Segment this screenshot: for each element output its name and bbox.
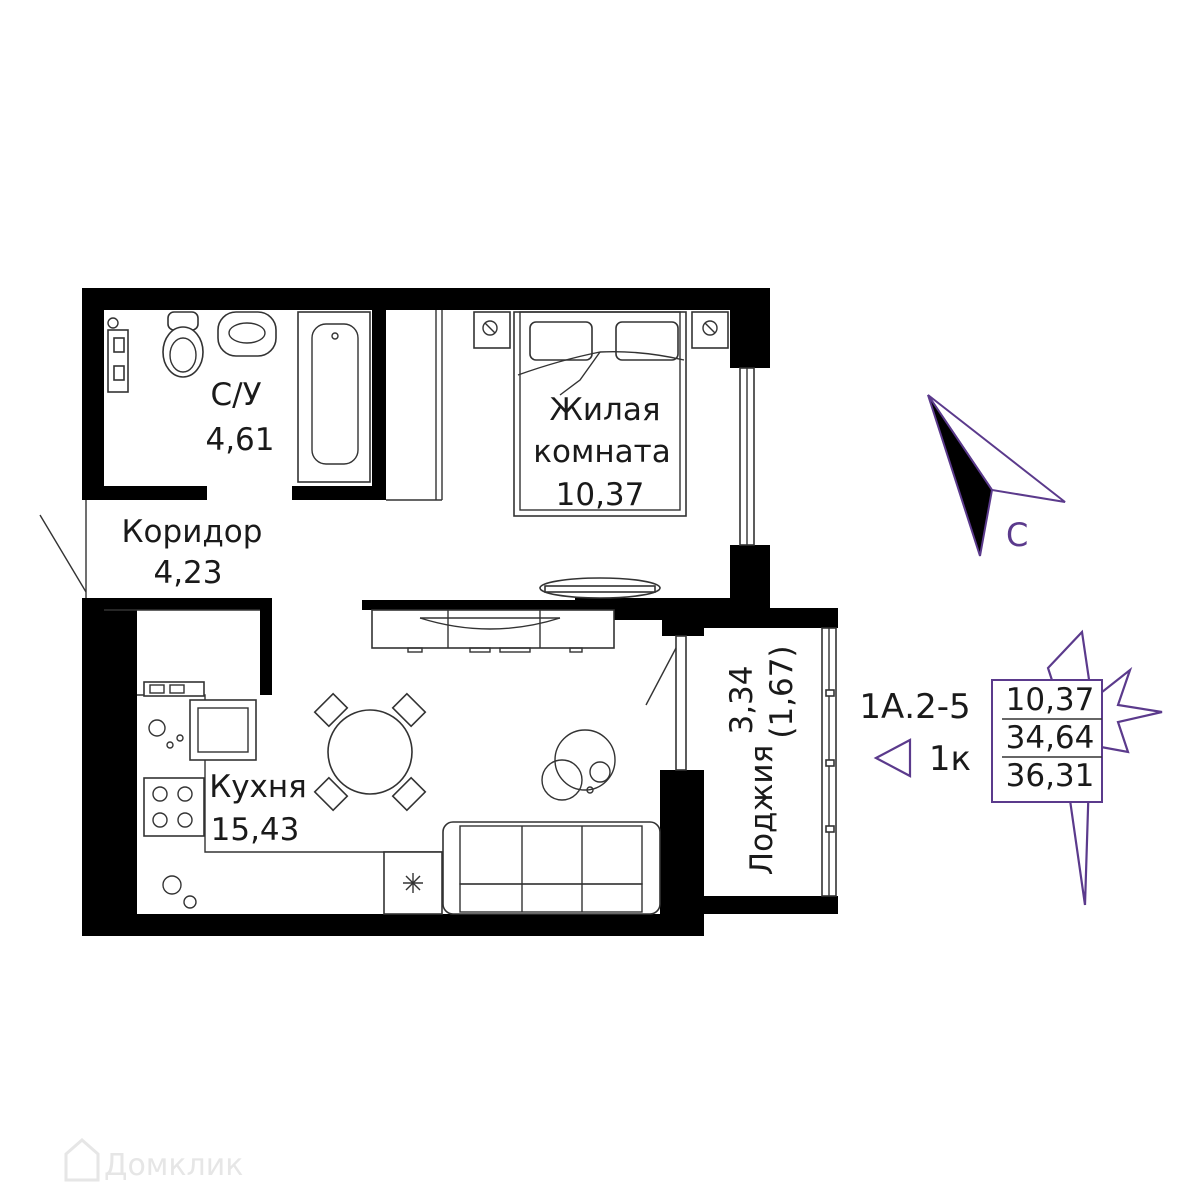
living-room-area: 10,37	[556, 477, 645, 513]
doors	[39, 310, 677, 706]
kitchen-area: 15,43	[211, 812, 300, 848]
unit-total-with-loggia: 36,31	[1006, 758, 1095, 794]
watermark: Домклик	[64, 1138, 243, 1183]
room-labels: С/У 4,61 Жилая комната 10,37 Коридор 4,2…	[122, 377, 800, 875]
bathroom-fixtures	[107, 311, 371, 483]
kitchen-furniture	[137, 681, 661, 915]
bedroom-furniture	[473, 311, 729, 599]
compass: С	[927, 394, 1066, 557]
unit-code: 1А.2-5	[859, 687, 970, 727]
kitchen-name: Кухня	[209, 769, 307, 805]
watermark-text: Домклик	[104, 1148, 243, 1183]
house-logo-icon	[64, 1138, 100, 1182]
corridor-name: Коридор	[122, 514, 263, 550]
compass-north-label: С	[1006, 516, 1028, 554]
unit-info: 10,37 34,64 36,31 1А.2-5 1к	[859, 629, 1163, 906]
living-room-name-2: комната	[533, 434, 670, 470]
unit-total-area: 34,64	[1006, 720, 1095, 756]
bathroom-name: С/У	[211, 377, 262, 413]
corridor-area: 4,23	[153, 555, 222, 591]
compass-arrow-dark	[927, 394, 994, 557]
loggia-area-reduced: (1,67)	[764, 645, 800, 738]
loggia-name: Лоджия	[744, 745, 780, 875]
loggia-area: 3,34	[724, 665, 760, 734]
entrance-marker	[873, 738, 912, 778]
bathroom-area: 4,61	[205, 422, 274, 458]
tv-unit	[371, 609, 615, 653]
unit-living-area: 10,37	[1006, 682, 1095, 718]
unit-rooms: 1к	[929, 739, 971, 779]
living-room-name-1: Жилая	[550, 392, 661, 428]
walls	[82, 288, 838, 936]
windows	[675, 367, 837, 897]
